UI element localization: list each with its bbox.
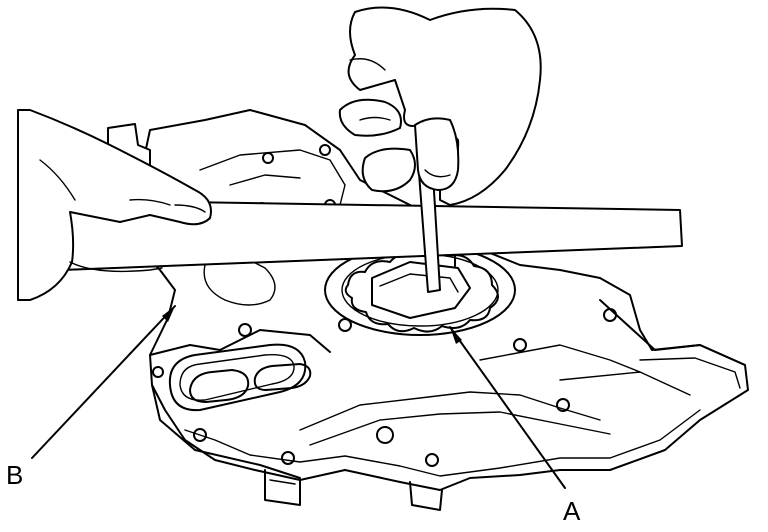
- callout-leader-b: [31, 305, 176, 459]
- callout-label-a: A: [563, 496, 581, 526]
- left-hand: [17, 109, 212, 301]
- callout-leader-a: [449, 326, 566, 489]
- right-hand: [338, 6, 542, 206]
- straight-edge-lower-edge: [61, 245, 683, 271]
- callout-label-b: B: [6, 460, 24, 490]
